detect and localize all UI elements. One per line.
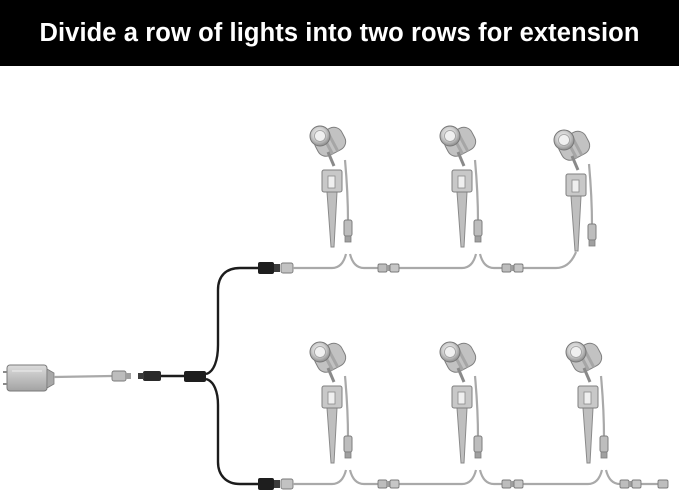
- spotlight-bottom-2: [438, 338, 484, 465]
- banner-title: Divide a row of lights into two rows for…: [39, 18, 640, 47]
- power-adapter: [3, 364, 55, 392]
- extension-cable-bottom: [280, 469, 669, 490]
- spotlight-bottom-3: [564, 338, 610, 465]
- spotlight-top-2: [438, 122, 484, 249]
- extension-cable-top: [280, 251, 578, 274]
- y-splitter-cable: [138, 262, 280, 490]
- spotlight-bottom-1: [308, 338, 354, 465]
- spotlight-top-3: [552, 126, 598, 253]
- adapter-cable: [53, 374, 113, 379]
- spotlight-top-1: [308, 122, 354, 249]
- adapter-connector: [111, 370, 131, 382]
- wiring-diagram: [3, 122, 669, 490]
- title-banner: Divide a row of lights into two rows for…: [0, 0, 679, 66]
